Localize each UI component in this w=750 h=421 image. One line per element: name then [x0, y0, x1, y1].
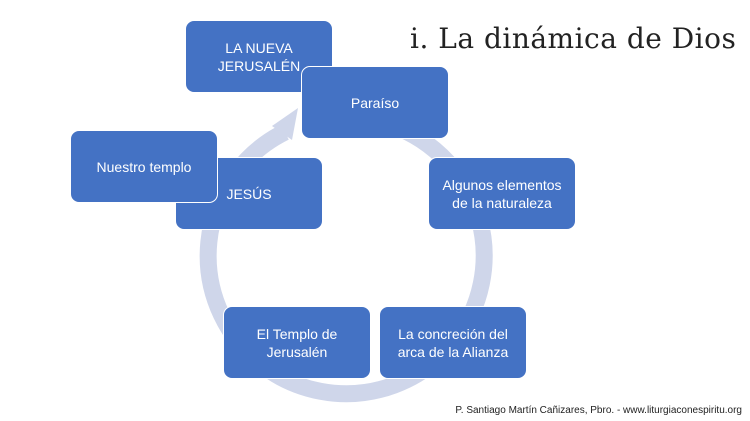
node-nueva-jerusalen: LA NUEVA JERUSALÉN: [185, 20, 333, 93]
node-naturaleza: Algunos elementos de la naturaleza: [428, 157, 576, 230]
cycle-arc: [199, 109, 493, 403]
node-templo-jerusalen: El Templo de Jerusalén: [223, 306, 371, 379]
node-arca: La concreción del arca de la Alianza: [379, 306, 527, 379]
cycle-arrowhead: [272, 108, 298, 140]
slide-title: i. La dinámica de Dios: [410, 22, 737, 55]
footer-credit: P. Santiago Martín Cañizares, Pbro. - ww…: [455, 405, 742, 416]
node-nuestro-templo: Nuestro templo: [70, 130, 218, 203]
node-paraiso: Paraíso: [301, 66, 449, 139]
